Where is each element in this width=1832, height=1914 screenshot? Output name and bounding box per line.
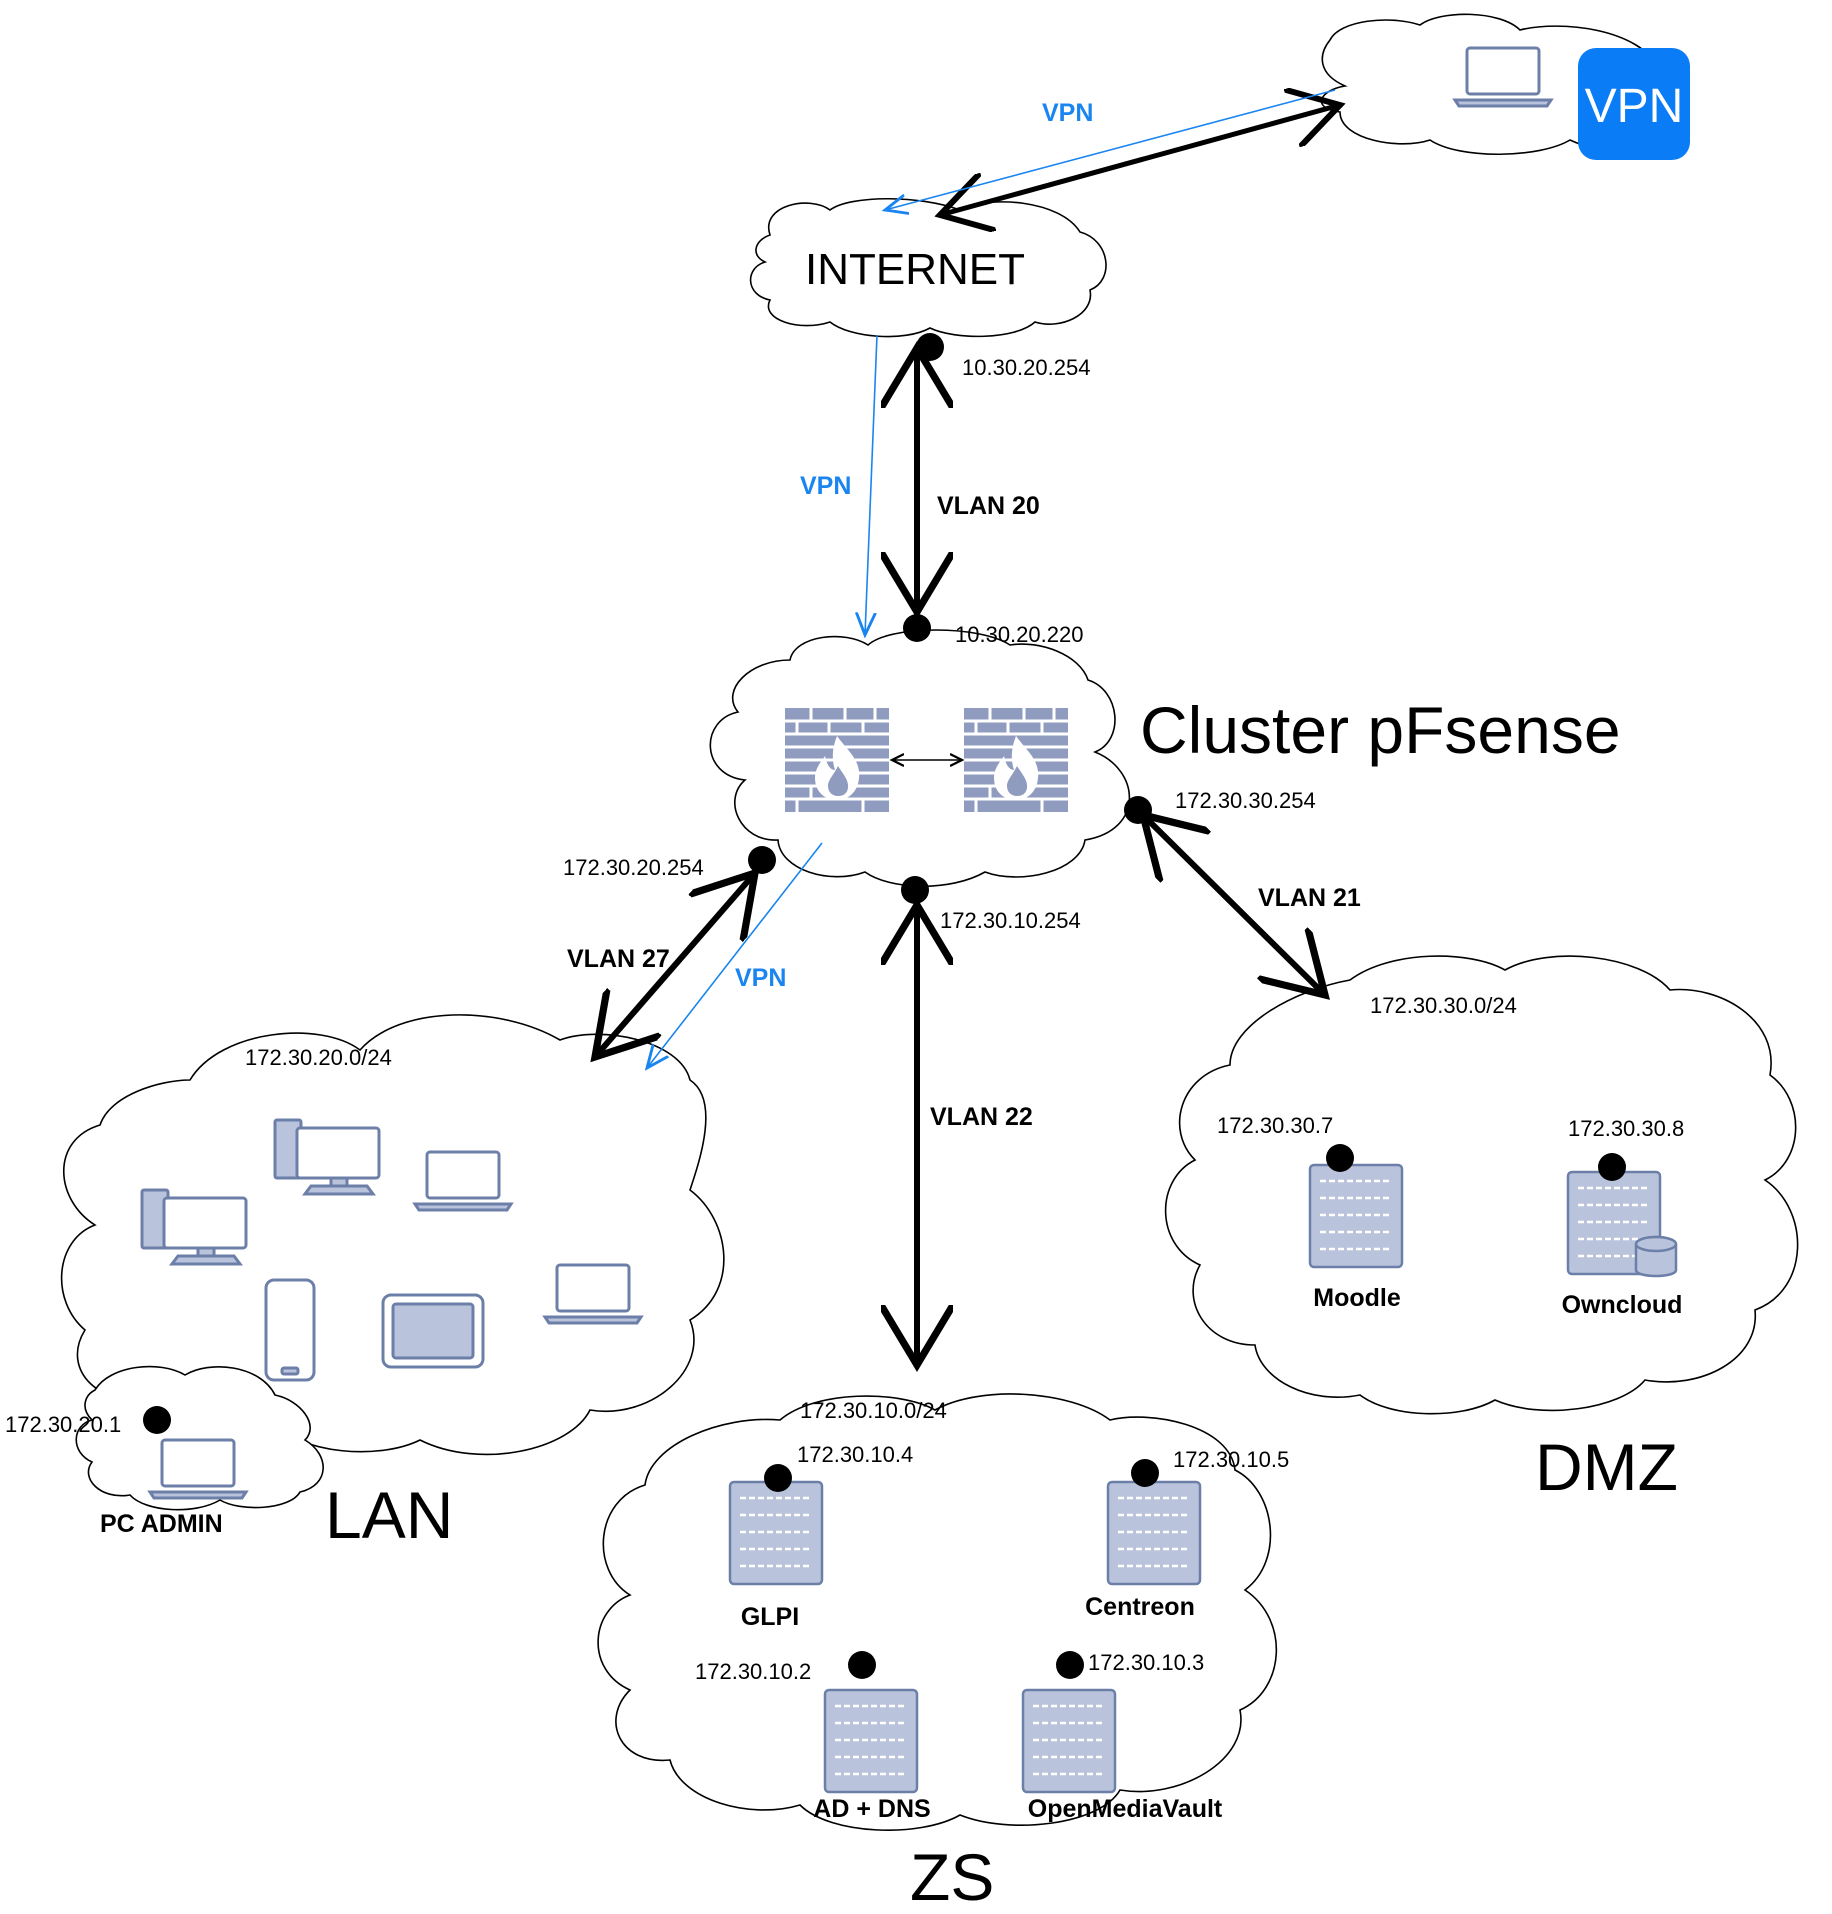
owncloud-label: Owncloud (1562, 1291, 1683, 1319)
dmz-cloud: 172.30.30.0/24 DMZ (1164, 955, 1799, 1504)
centreon-ip: 172.30.10.5 (1173, 1447, 1289, 1472)
moodle-ip: 172.30.30.7 (1217, 1113, 1333, 1138)
vpn-tunnel-top (885, 89, 1336, 210)
server-icon (823, 1688, 919, 1794)
server-icon (1308, 1163, 1404, 1269)
vpn-tunnel-low (647, 842, 823, 1068)
vlan27-label: VLAN 27 (567, 945, 670, 973)
pc-admin-label: PC ADMIN (100, 1510, 223, 1538)
tablet-icon (381, 1293, 485, 1369)
lan-cloud: 172.30.20.0/24 LAN (60, 1014, 725, 1552)
server-icon (1106, 1480, 1202, 1586)
ad-dns-ip: 172.30.10.2 (695, 1659, 811, 1684)
laptop-icon (542, 1263, 644, 1325)
link-vlan27 (595, 873, 755, 1057)
firewall-icon (785, 708, 889, 812)
link-vpn-internet (940, 105, 1340, 215)
interface-dot (903, 614, 931, 642)
zs-subnet: 172.30.10.0/24 (800, 1398, 947, 1423)
dmz-subnet: 172.30.30.0/24 (1370, 993, 1517, 1018)
link-vlan21 (1143, 815, 1325, 995)
interface-dot (901, 876, 929, 904)
vpn-label-mid: VPN (800, 472, 851, 500)
lan-subnet: 172.30.20.0/24 (245, 1045, 392, 1070)
internet-cloud: INTERNET (749, 197, 1107, 338)
glpi-label: GLPI (741, 1603, 799, 1631)
centreon-label: Centreon (1085, 1593, 1195, 1621)
vpn-tunnel-mid (865, 334, 878, 635)
interface-dot (748, 846, 776, 874)
ip-internet-gw: 10.30.20.254 (962, 355, 1090, 380)
smartphone-icon (264, 1278, 316, 1382)
interface-dot (916, 333, 944, 361)
desktop-icon (273, 1118, 381, 1196)
desktop-icon (140, 1188, 248, 1266)
laptop-icon (1452, 46, 1554, 108)
vpn-label-top: VPN (1042, 99, 1093, 127)
database-server-icon (1566, 1170, 1678, 1278)
ad-dns-label: AD + DNS (813, 1795, 930, 1823)
omv-ip: 172.30.10.3 (1088, 1650, 1204, 1675)
cluster-label: Cluster pFsense (1140, 693, 1621, 767)
internet-label: INTERNET (805, 245, 1025, 294)
ip-cluster-zs: 172.30.10.254 (940, 908, 1081, 933)
interface-dot (143, 1406, 171, 1434)
vlan20-label: VLAN 20 (937, 492, 1040, 520)
glpi-ip: 172.30.10.4 (797, 1442, 913, 1467)
pc-admin-ip: 172.30.20.1 (5, 1412, 121, 1437)
vpn-label-low: VPN (735, 964, 786, 992)
ip-cluster-lan: 172.30.20.254 (563, 855, 704, 880)
owncloud-ip: 172.30.30.8 (1568, 1116, 1684, 1141)
laptop-icon (412, 1150, 514, 1212)
vlan22-label: VLAN 22 (930, 1103, 1033, 1131)
interface-dot (1326, 1144, 1354, 1172)
moodle-label: Moodle (1313, 1284, 1401, 1312)
interface-dot (1131, 1459, 1159, 1487)
server-icon (728, 1480, 824, 1586)
interface-dot (1598, 1153, 1626, 1181)
omv-label: OpenMediaVault (1028, 1795, 1223, 1823)
ip-cluster-dmz: 172.30.30.254 (1175, 788, 1316, 813)
dmz-label: DMZ (1535, 1430, 1678, 1504)
ip-cluster-wan: 10.30.20.220 (955, 622, 1083, 647)
server-icon (1021, 1688, 1117, 1794)
pc-admin-cloud (75, 1365, 324, 1511)
interface-dot (848, 1651, 876, 1679)
vpn-badge-text: VPN (1585, 80, 1684, 133)
interface-dot (1056, 1651, 1084, 1679)
lan-label: LAN (325, 1478, 453, 1552)
pc-admin-laptop-icon (147, 1438, 249, 1500)
interface-dot (764, 1464, 792, 1492)
vlan21-label: VLAN 21 (1258, 884, 1361, 912)
zs-label: ZS (910, 1840, 994, 1914)
interface-dot (1124, 796, 1152, 824)
firewall-icon (964, 708, 1068, 812)
vpn-badge: VPN (1578, 48, 1690, 160)
